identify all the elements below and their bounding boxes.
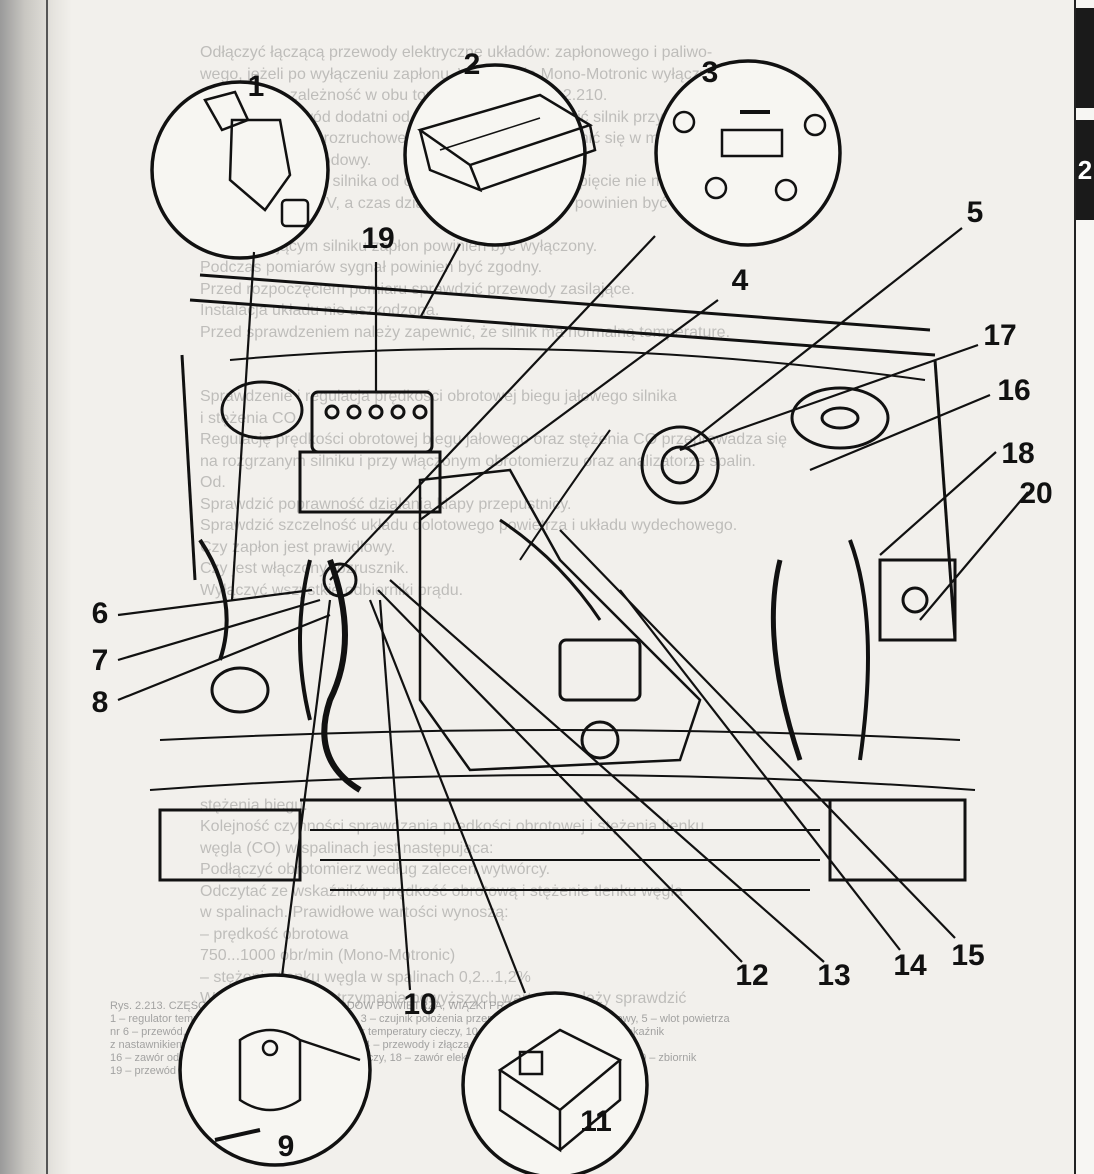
detail-sketches xyxy=(203,90,827,1153)
callout-label-12: 12 xyxy=(735,959,768,992)
leader-line-14 xyxy=(619,589,901,951)
leader-line-4 xyxy=(419,299,719,521)
leader-lines xyxy=(117,227,1029,994)
callout-label-16: 16 xyxy=(997,374,1030,407)
leader-line-12 xyxy=(377,589,743,963)
bleed-through-line: Sprawdzić szczelność układu dolotowego p… xyxy=(200,517,738,534)
relay-sketch xyxy=(497,1028,623,1153)
callout-label-10: 10 xyxy=(403,988,436,1021)
callout-label-14: 14 xyxy=(893,949,927,982)
leader-line-7 xyxy=(117,598,321,662)
bleed-through-line: Przed rozpoczęciem pomiaru sprawdzić prz… xyxy=(200,280,635,298)
bleed-through-line: i stężenia CO xyxy=(200,409,297,427)
callout-label-6: 6 xyxy=(92,597,109,630)
callout-label-2: 2 xyxy=(464,48,481,81)
detail-circle xyxy=(403,63,587,247)
throttle-sensor-sketch xyxy=(672,110,827,202)
bleed-through-line: – prędkość obrotowa xyxy=(200,925,349,943)
leader-line-5 xyxy=(679,227,963,451)
leader-line-10 xyxy=(378,599,412,991)
bleed-through-line: w spalinach. Prawidłowe wartości wynoszą… xyxy=(200,904,509,921)
chapter-tab-lower-label: 2 xyxy=(1077,155,1093,185)
leader-line-9 xyxy=(280,599,332,977)
callout-label-18: 18 xyxy=(1001,437,1034,470)
callout-label-1: 1 xyxy=(248,70,265,103)
bleed-through-line: na rozgrzanym silniku i przy włączonym o… xyxy=(200,452,756,470)
bleed-through-line: Regulację prędkości obrotowej biegu jało… xyxy=(200,431,787,448)
leader-line-17 xyxy=(679,343,979,452)
callout-label-19: 19 xyxy=(361,222,394,255)
leader-line-2 xyxy=(419,243,461,319)
callout-label-13: 13 xyxy=(817,959,850,992)
leader-line-3 xyxy=(329,235,656,581)
detail-circle xyxy=(150,80,330,260)
coolant-sensor-sketch xyxy=(214,1028,361,1142)
leader-line-13 xyxy=(389,579,825,963)
battery-terminals xyxy=(324,404,428,420)
leader-line-11 xyxy=(368,599,527,994)
callout-label-4: 4 xyxy=(732,264,749,297)
bleed-through-line: Czy zapłon jest prawidłowy. xyxy=(200,538,396,556)
callout-label-3: 3 xyxy=(702,56,719,89)
engine-bay-outline xyxy=(149,273,976,891)
callout-label-15: 15 xyxy=(951,939,984,972)
leader-line-16 xyxy=(809,393,991,472)
bleed-through-line: Czy jest włączony rozrusznik. xyxy=(200,560,409,577)
bleed-through-line: Podczas pomiarów sygnał powinien być zgo… xyxy=(200,259,543,276)
detail-circle xyxy=(461,991,649,1174)
leader-line-8 xyxy=(117,613,331,702)
callout-label-8: 8 xyxy=(92,686,109,719)
callout-label-11: 11 xyxy=(580,1105,612,1138)
bleed-through-line: 750...1000 obr/min (Mono-Motronic) xyxy=(200,947,456,964)
bleed-through-line: węgla (CO) w spalinach jest następująca: xyxy=(200,839,494,857)
chapter-tab-lower: 2 xyxy=(1076,120,1094,220)
leader-line-18 xyxy=(879,451,997,556)
bleed-through-line: Sprawdzić poprawność działania klapy prz… xyxy=(200,495,572,513)
page-edge xyxy=(1074,0,1094,1174)
detail-circle xyxy=(178,973,372,1167)
leader-line-15 xyxy=(559,529,956,939)
leader-line-20 xyxy=(919,491,1029,621)
callout-label-9: 9 xyxy=(278,1130,295,1163)
callout-label-17: 17 xyxy=(983,319,1016,352)
book-spine-shadow xyxy=(0,0,72,1174)
spine-fold-line xyxy=(46,0,48,1174)
detail-circles xyxy=(150,59,842,1174)
callout-label-20: 20 xyxy=(1019,477,1052,510)
detail-circle xyxy=(654,59,842,247)
leader-line-6 xyxy=(117,588,313,617)
leader-line-1 xyxy=(230,251,256,601)
bleed-through-line: Od. xyxy=(200,474,226,491)
bleed-through-line: Przed sprawdzeniem należy zapewnić, że s… xyxy=(200,323,731,341)
chapter-tab-upper xyxy=(1076,8,1094,108)
bleed-through-line: Odłączyć łączącą przewody elektryczne uk… xyxy=(200,44,713,61)
callout-label-7: 7 xyxy=(92,644,109,677)
callout-label-5: 5 xyxy=(967,196,984,229)
temp-regulator-sketch xyxy=(203,90,310,228)
control-unit-sketch xyxy=(417,93,597,193)
bleed-through-line: Podłączyć obrotomierz według zaleceń wyt… xyxy=(200,861,551,878)
